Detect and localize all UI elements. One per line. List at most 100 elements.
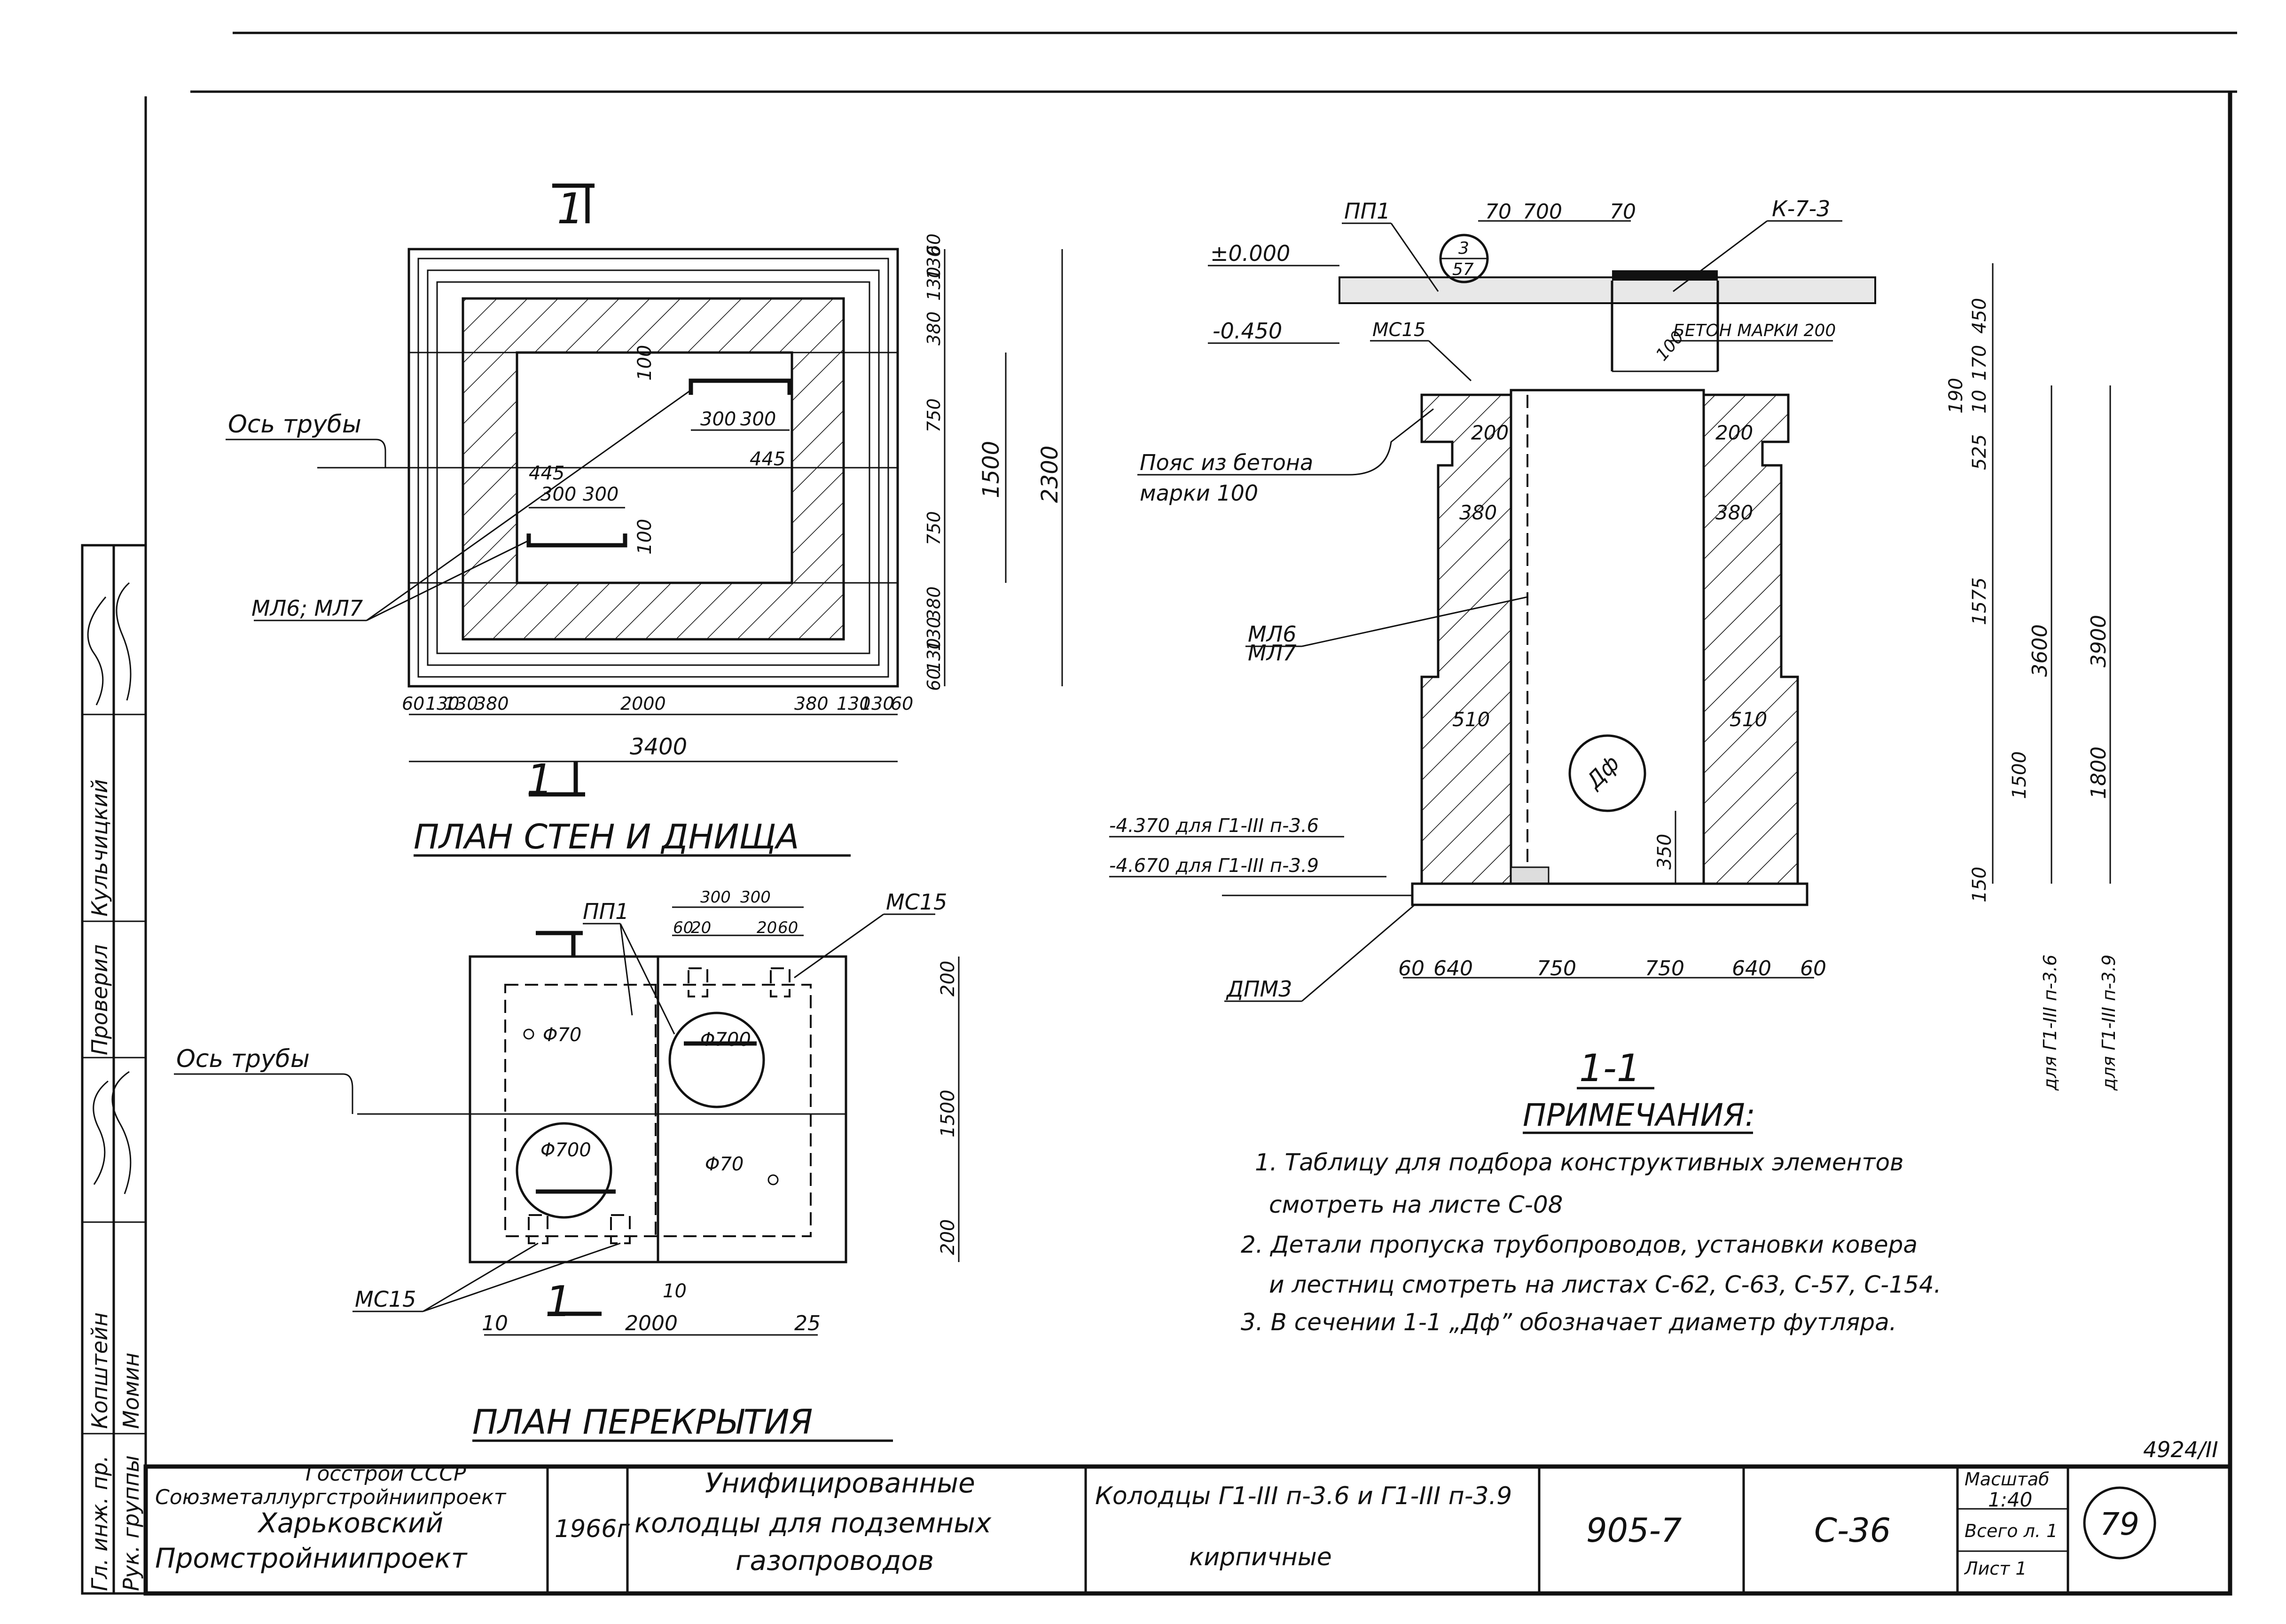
stamp-role-2: Рук. группы bbox=[118, 1455, 144, 1591]
plan-cover-pp1: ПП1 bbox=[583, 899, 629, 924]
pw-dim-300c: 300 bbox=[540, 484, 576, 505]
sec-bottom-dim-0: 60 bbox=[1398, 957, 1425, 981]
section-ml7: МЛ7 bbox=[1248, 640, 1297, 666]
pc-top-dim-4: 20 bbox=[757, 918, 777, 937]
sec-wall-dim-1: 200 bbox=[1715, 421, 1753, 444]
pw-dim-300b: 300 bbox=[740, 408, 776, 430]
signature-1 bbox=[93, 1071, 132, 1194]
pw-bottom-dim-3: 380 bbox=[475, 693, 509, 714]
stamp-role-3: Проверил bbox=[87, 944, 112, 1055]
sec-bottom-dim-2: 750 bbox=[1537, 957, 1576, 981]
pw-dim-300a: 300 bbox=[700, 408, 736, 430]
notes-line-1: 1. Таблицу для подбора конструктивных эл… bbox=[1255, 1149, 1904, 1176]
section-dim-3900: 3900 bbox=[2087, 615, 2111, 667]
pw-right-dim-8: 130 bbox=[924, 638, 944, 672]
tb-archive: 4924/II bbox=[2143, 1437, 2218, 1462]
pc-bottom-dim-0: 10 bbox=[482, 1311, 508, 1335]
pw-right-dim-6: 380 bbox=[924, 586, 944, 620]
tb-sheet-no: Лист 1 bbox=[1964, 1558, 2027, 1579]
stamp-name-2: Момин bbox=[118, 1352, 144, 1429]
section-elev-045: -0.450 bbox=[1213, 318, 1282, 344]
plan-walls-axis-label: Ось трубы bbox=[228, 410, 361, 439]
pc-top-dim-5: 60 bbox=[778, 918, 798, 937]
tb-year: 1966г bbox=[555, 1515, 630, 1543]
section-mc15: МС15 bbox=[1372, 319, 1425, 341]
section-elev-bottom-2: -4.670 для Г1-III п-3.9 bbox=[1109, 855, 1319, 877]
sec-bottom-dim-4: 640 bbox=[1732, 957, 1771, 981]
pc-top-dim-0: 60 bbox=[673, 918, 693, 937]
notes-line-4: и лестниц смотреть на листах С-62, С-63,… bbox=[1269, 1271, 1942, 1298]
pw-dim-445b: 445 bbox=[529, 463, 564, 484]
plan-walls-section-mark-top: 1 bbox=[557, 184, 584, 234]
section-df: Дф bbox=[1581, 750, 1624, 794]
section-dim-1800: 1800 bbox=[2087, 746, 2111, 799]
pw-right-dim-4: 750 bbox=[924, 398, 944, 432]
pw-dim-100a: 100 bbox=[634, 345, 656, 381]
sec-bottom-dim-3: 750 bbox=[1645, 957, 1684, 981]
plan-walls-section-mark-bottom: 1 bbox=[526, 755, 553, 805]
section-top-dims: 70 700 70 bbox=[1485, 200, 1636, 224]
tb-org-3: Харьковский bbox=[257, 1507, 443, 1539]
sec-wall-dim-4: 510 bbox=[1452, 708, 1490, 731]
plan-cover-d10: 10 bbox=[663, 1280, 687, 1302]
pw-bottom-dim-0: 60 bbox=[402, 693, 424, 714]
pc-bottom-dim-1: 2000 bbox=[625, 1311, 678, 1335]
pw-dim-100b: 100 bbox=[634, 519, 656, 555]
sec-right-dim-2: 190 bbox=[1945, 378, 1967, 414]
tb-scale: 1:40 bbox=[1988, 1488, 2032, 1511]
sec-right-dim-6: 1500 bbox=[2009, 751, 2030, 799]
tb-org-4: Промстройниипроект bbox=[155, 1542, 468, 1574]
section-for-39: для Г1-III п-3.9 bbox=[2098, 955, 2119, 1091]
tb-sheet-code: С-36 bbox=[1814, 1511, 1891, 1550]
pw-bottom-dim-6: 130 bbox=[837, 693, 871, 714]
sec-right-dim-7: 150 bbox=[1969, 867, 1990, 902]
plan-cover-section-mark: 1 bbox=[545, 1277, 572, 1326]
sec-top-dim-2: 70 bbox=[1610, 200, 1636, 224]
notes-line-3: 2. Детали пропуска трубопроводов, устано… bbox=[1241, 1231, 1918, 1258]
plan-cover-hole-big-1: Φ700 bbox=[540, 1139, 591, 1161]
notes-heading: ПРИМЕЧАНИЯ: bbox=[1523, 1097, 1755, 1133]
pc-top-dim-2: 300 bbox=[700, 888, 731, 907]
stamp-name-3: Кульчицкий bbox=[87, 779, 112, 917]
plan-cover-hole-small-2: Φ70 bbox=[705, 1153, 744, 1175]
sec-top-dim-1: 700 bbox=[1523, 200, 1562, 224]
plan-walls-dim-1500: 1500 bbox=[978, 441, 1004, 498]
stamp-name-1: Копштейн bbox=[87, 1312, 112, 1429]
section-belt-line1: Пояс из бетона bbox=[1140, 450, 1313, 475]
plan-walls-dim-total-h: 2300 bbox=[1037, 446, 1063, 503]
tb-series-title-2: колодцы для подземных bbox=[634, 1507, 992, 1539]
section-callout-top: 3 bbox=[1458, 239, 1469, 258]
plan-cover-hole-small-1: Φ70 bbox=[543, 1024, 581, 1046]
section-callout-bottom: 57 bbox=[1452, 260, 1474, 279]
section-dim-3600: 3600 bbox=[2028, 624, 2052, 677]
section-for-36: для Г1-III п-3.6 bbox=[2040, 955, 2060, 1091]
title-block: Госстрой СССР Союзметаллургстройниипроек… bbox=[143, 1437, 2232, 1596]
sec-top-dim-0: 70 bbox=[1485, 200, 1511, 224]
section-elev-bottom-1: -4.370 для Г1-III п-3.6 bbox=[1109, 815, 1319, 837]
sec-bottom-dim-5: 60 bbox=[1800, 957, 1826, 981]
plan-cover-hole-big-2: Φ700 bbox=[700, 1029, 751, 1051]
section-d350: 350 bbox=[1654, 834, 1675, 870]
section-elev-0: ±0.000 bbox=[1210, 241, 1290, 266]
notes: ПРИМЕЧАНИЯ: 1. Таблицу для подбора конст… bbox=[1241, 1097, 1942, 1336]
sec-right-dim-1: 170 bbox=[1969, 345, 1990, 381]
plan-cover-mc15-top: МС15 bbox=[886, 889, 947, 915]
sec-wall-dim-0: 200 bbox=[1471, 421, 1509, 444]
pw-right-dim-5: 750 bbox=[924, 511, 944, 545]
pw-right-dim-9: 60 bbox=[924, 668, 944, 691]
pw-bottom-dim-8: 60 bbox=[891, 693, 913, 714]
section-title: 1-1 bbox=[1579, 1046, 1641, 1090]
sec-right-dim-5: 1575 bbox=[1969, 577, 1990, 625]
pc-top-dim-3: 300 bbox=[740, 888, 771, 907]
pw-right-dim-1: 130 bbox=[924, 245, 944, 280]
pw-bottom-dim-4: 2000 bbox=[620, 693, 666, 714]
pc-right-dim-0: 200 bbox=[937, 961, 959, 996]
pc-top-dim-1: 20 bbox=[691, 918, 711, 937]
sec-right-dim-3: 10 bbox=[1969, 390, 1990, 414]
sec-wall-dim-5: 510 bbox=[1730, 708, 1767, 731]
tb-series-title-1: Унифицированные bbox=[705, 1467, 975, 1499]
